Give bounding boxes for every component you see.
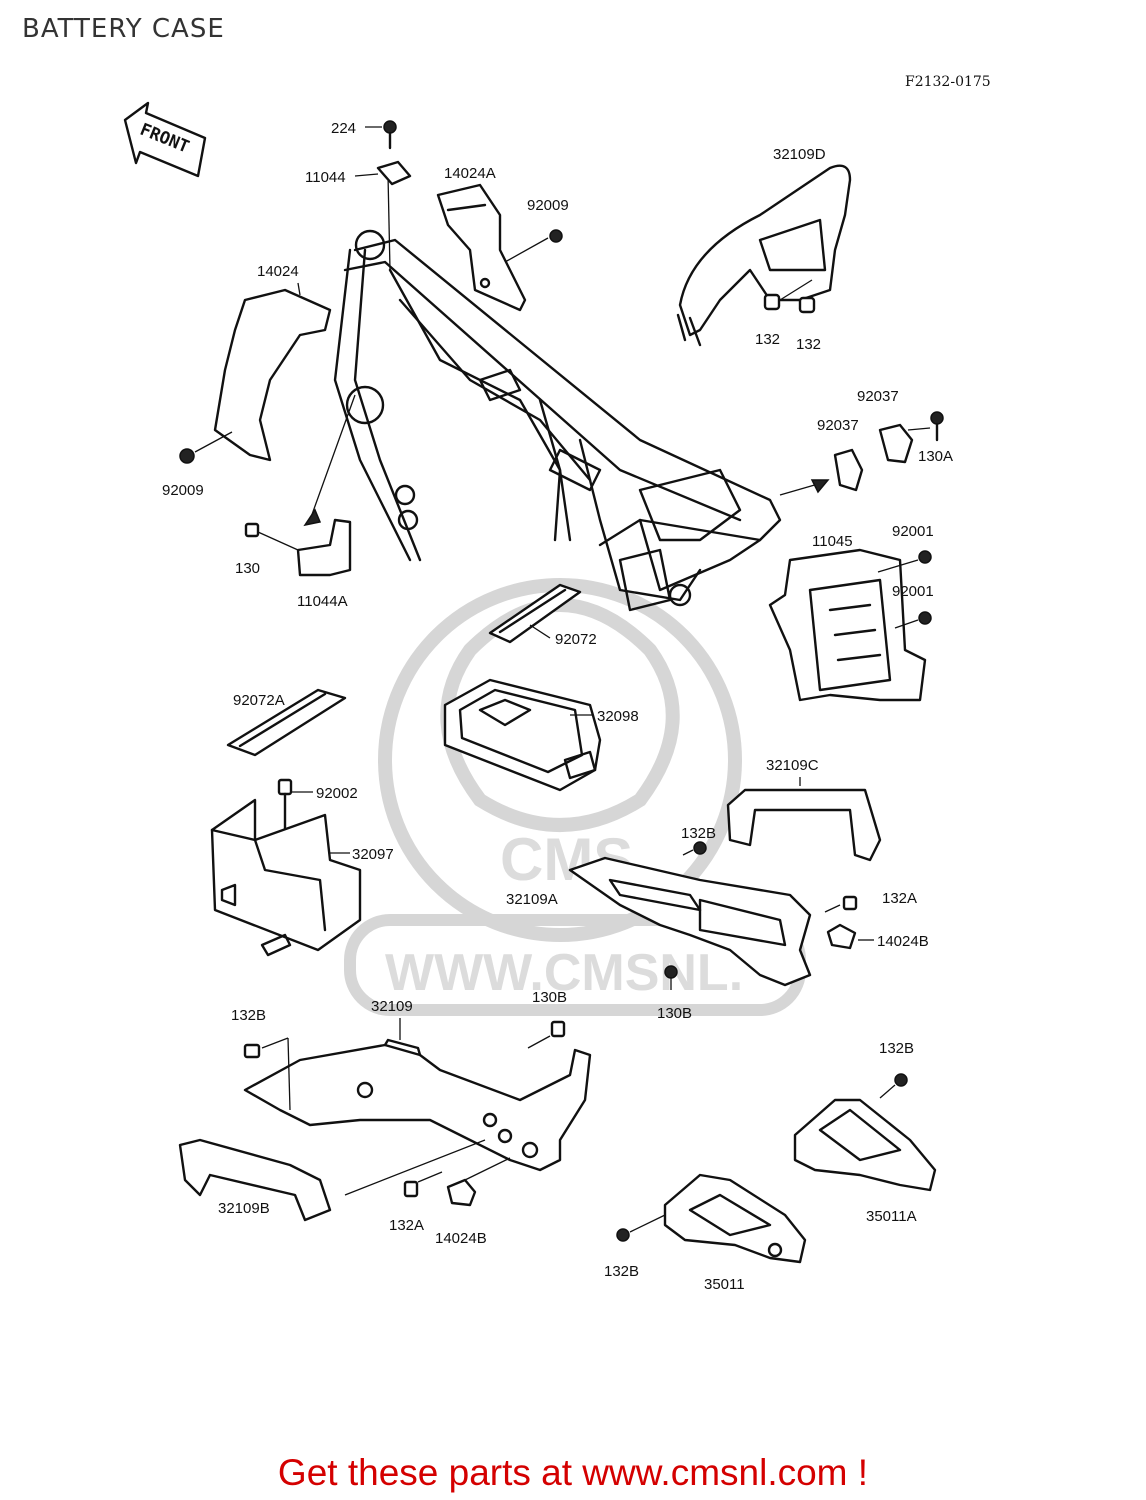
bracket-11044a-drawing <box>244 518 352 577</box>
label-130: 130 <box>235 560 260 577</box>
label-132b-left: 132B <box>231 1007 266 1024</box>
label-224: 224 <box>331 120 356 137</box>
label-92037-upper: 92037 <box>857 388 899 405</box>
parts-diagram: CMS WWW.CMSNL. FRONT <box>123 101 953 1293</box>
bracket-32109-drawing <box>243 1018 592 1172</box>
bolt-224-drawing <box>365 120 397 150</box>
cap-14024b-lower-drawing <box>403 1157 511 1207</box>
rail-32109a-drawing <box>568 841 874 990</box>
label-132-right: 132 <box>796 336 821 353</box>
label-132b-bottom: 132B <box>604 1263 639 1280</box>
label-92002: 92002 <box>316 785 358 802</box>
footer-cta-link[interactable]: Get these parts at www.cmsnl.com ! <box>277 1452 869 1493</box>
cover-14024-drawing <box>179 282 332 464</box>
label-32109d: 32109D <box>773 146 826 163</box>
battery-case-32097-drawing <box>210 778 362 957</box>
label-11045: 11045 <box>812 533 853 550</box>
rail-32109b-drawing <box>178 1138 486 1222</box>
label-32109b: 32109B <box>218 1200 270 1217</box>
label-130b-lower: 130B <box>657 1005 692 1022</box>
label-92009-upper: 92009 <box>527 197 569 214</box>
label-130b-upper: 130B <box>532 989 567 1006</box>
cover-14024a-drawing <box>436 183 563 312</box>
front-arrow-icon: FRONT <box>123 101 207 178</box>
label-92037-lower: 92037 <box>817 417 859 434</box>
bracket-11044-drawing <box>354 160 412 186</box>
label-132-left: 132 <box>755 331 780 348</box>
part-labels: 224 11044 14024A 92009 32109D 132 132 14… <box>162 120 953 1293</box>
frame-drawing <box>303 174 830 612</box>
label-92072: 92072 <box>555 631 597 648</box>
label-11044a: 11044A <box>297 593 348 610</box>
strap-92072-drawing <box>488 583 582 644</box>
diagram-code: F2132-0175 <box>905 74 991 90</box>
footrest-bracket-35011a-drawing <box>793 1073 937 1192</box>
footrest-bracket-35011-drawing <box>616 1173 807 1264</box>
label-14024b-upper: 14024B <box>877 933 929 950</box>
label-32109a: 32109A <box>506 891 558 908</box>
tray-32098-drawing <box>443 678 602 792</box>
label-132a-lower: 132A <box>389 1217 424 1234</box>
page-title: BATTERY CASE <box>22 14 225 44</box>
label-130a: 130A <box>918 448 953 465</box>
plate-11045-drawing <box>768 548 932 702</box>
label-14024a: 14024A <box>444 165 496 182</box>
label-32109c: 32109C <box>766 757 819 774</box>
label-92072a: 92072A <box>233 692 285 709</box>
label-132a-upper: 132A <box>882 890 917 907</box>
watermark-text: WWW.CMSNL. <box>385 944 743 1002</box>
label-14024b-lower: 14024B <box>435 1230 487 1247</box>
label-132b-right: 132B <box>879 1040 914 1057</box>
label-32097: 32097 <box>352 846 394 863</box>
strap-92072a-drawing <box>226 688 347 757</box>
label-92001-upper: 92001 <box>892 523 934 540</box>
label-35011a: 35011A <box>866 1208 917 1225</box>
label-14024: 14024 <box>257 263 299 280</box>
label-32098: 32098 <box>597 708 639 725</box>
label-32109: 32109 <box>371 998 413 1015</box>
label-35011: 35011 <box>704 1276 745 1293</box>
bracket-92037-drawing <box>833 411 944 492</box>
label-11044: 11044 <box>305 169 346 186</box>
label-92001-lower: 92001 <box>892 583 934 600</box>
label-92009-lower: 92009 <box>162 482 204 499</box>
rail-32109c-drawing <box>726 777 882 862</box>
label-132b-upper: 132B <box>681 825 716 842</box>
grab-rail-32109d-drawing <box>676 164 852 347</box>
